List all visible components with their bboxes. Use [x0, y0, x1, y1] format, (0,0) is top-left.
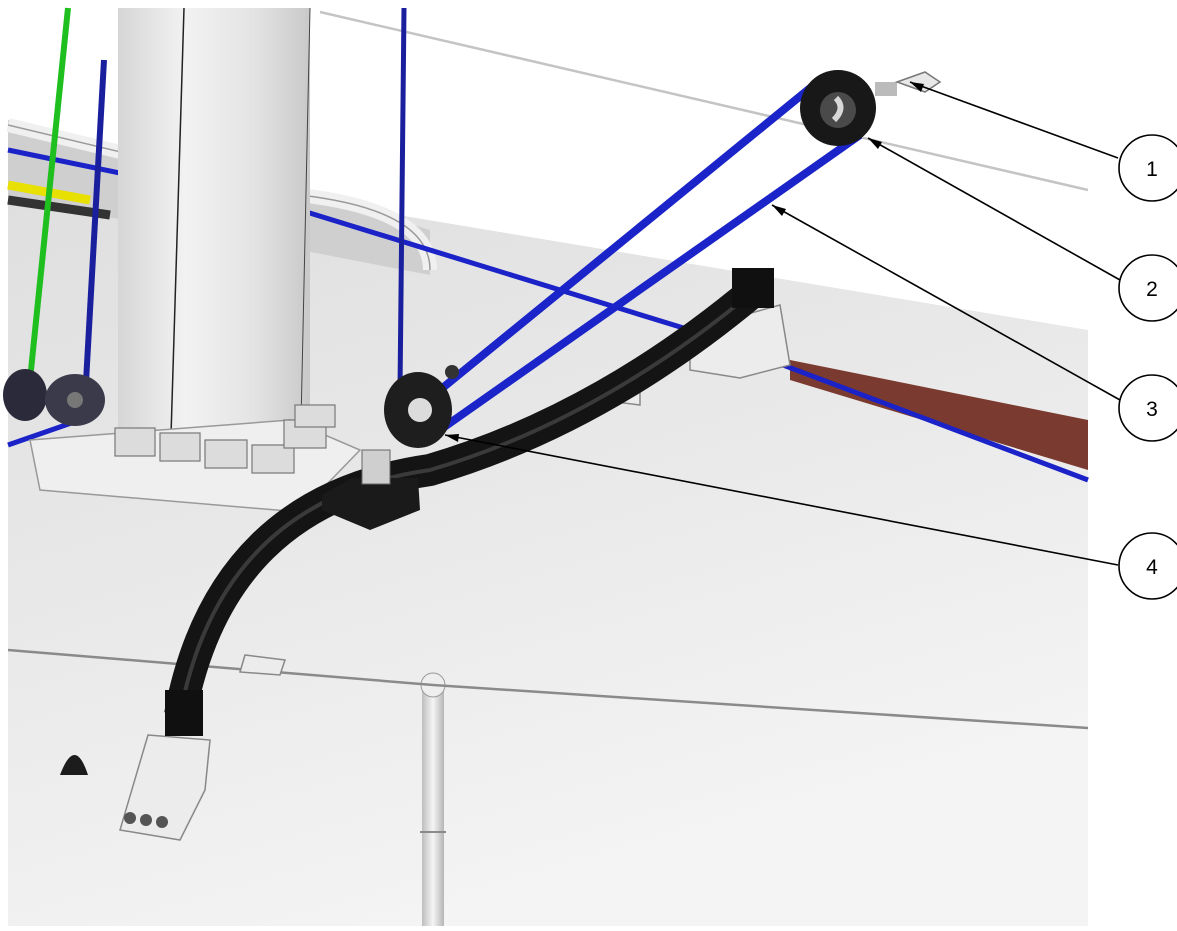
leader-lines	[444, 81, 1121, 566]
callout-1-label: 1	[1146, 158, 1158, 181]
control-line	[437, 76, 863, 434]
green-halyard	[27, 7, 71, 381]
callout-1: 1	[1118, 134, 1177, 202]
leader-line-3	[771, 204, 1121, 401]
arrowhead-2	[868, 138, 882, 149]
top-lifeline	[319, 10, 1089, 192]
hull-stripe	[790, 360, 1088, 470]
lower-block	[384, 365, 459, 448]
stanchion	[422, 688, 444, 926]
callout-3-label: 3	[1146, 398, 1158, 421]
lower-lifeline	[7, 648, 1089, 730]
leader-line-1	[909, 81, 1119, 159]
mast	[118, 8, 310, 468]
callout-2: 2	[1118, 254, 1177, 322]
mast-base-blocks	[3, 369, 105, 426]
mast-base-fittings	[114, 404, 336, 474]
arrowhead-3	[772, 205, 786, 216]
deck-scene	[3, 7, 1089, 926]
top-block	[800, 70, 942, 146]
mast-base	[29, 419, 362, 513]
leader-line-4	[444, 434, 1119, 566]
callout-2-label: 2	[1146, 278, 1158, 301]
traveller-track	[164, 268, 774, 736]
blue-halyard-2	[397, 7, 407, 391]
callout-4-label: 4	[1146, 556, 1158, 579]
traveller-car	[322, 449, 420, 530]
deck-fairlead	[60, 755, 88, 775]
leader-line-2	[867, 137, 1121, 281]
callout-3: 3	[1118, 374, 1177, 442]
blue-halyard	[82, 59, 107, 401]
arrowhead-4	[445, 434, 459, 442]
arrowheads	[445, 82, 924, 442]
arrowhead-1	[910, 82, 924, 92]
callout-4: 4	[1118, 532, 1177, 600]
